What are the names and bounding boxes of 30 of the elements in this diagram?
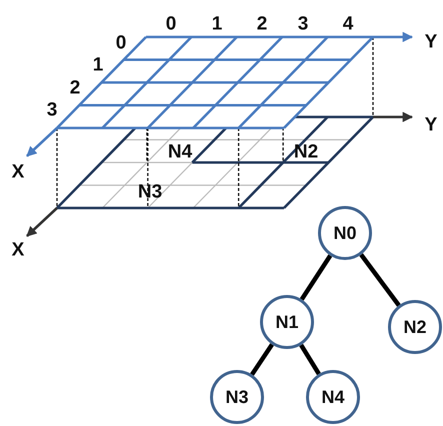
region-label: N2 — [294, 142, 318, 162]
axis-tick-label: 3 — [298, 14, 308, 34]
axis-tick-label: 0 — [166, 14, 176, 34]
axis-tick-label: 0 — [116, 34, 126, 52]
region-label: N4 — [168, 142, 192, 162]
axis-label: Y — [424, 116, 438, 134]
node-label: N3 — [225, 386, 248, 408]
axis-tick-label: 2 — [256, 14, 268, 34]
node-label: N0 — [333, 222, 356, 244]
axis-tick-label: 1 — [212, 14, 222, 34]
tree-node-circle — [388, 300, 442, 354]
region-label: N3 — [138, 182, 162, 202]
node-label: N4 — [321, 386, 344, 408]
tree-edge — [250, 343, 274, 376]
axis-label: X — [12, 162, 24, 182]
node-label: N2 — [403, 316, 426, 338]
node-label: N1 — [275, 312, 298, 332]
tree-edge — [300, 254, 332, 301]
tree-node-circle — [318, 206, 372, 260]
tree-edge — [359, 253, 401, 307]
axis-label: X — [12, 240, 24, 260]
axis-tick-label: 4 — [342, 14, 354, 34]
axis-label: Y — [424, 32, 438, 52]
axis-tick-label: 2 — [70, 78, 80, 98]
tree-node-circle — [260, 295, 314, 349]
axis-tick-label: 1 — [92, 56, 104, 74]
tree-node-circle — [210, 370, 264, 424]
tree-node-circle — [306, 370, 360, 424]
tree-edge — [299, 344, 321, 376]
axis-tick-label: 3 — [46, 100, 58, 120]
